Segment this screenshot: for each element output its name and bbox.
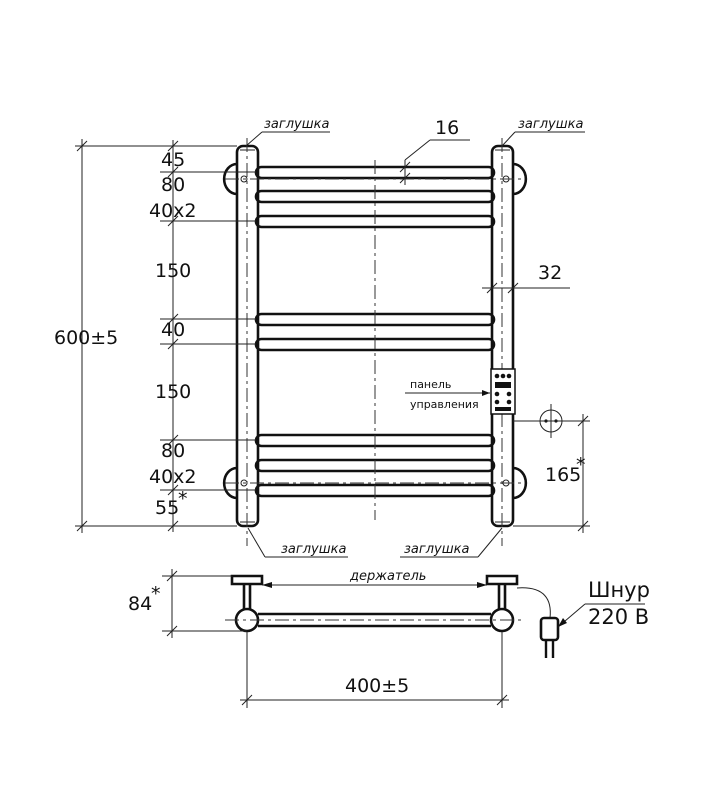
plug-leader-bottom-left (247, 527, 266, 558)
tick (167, 484, 179, 496)
tick (167, 434, 179, 446)
bracket-right-top (512, 162, 528, 196)
plug-leader-top-left (245, 131, 263, 147)
dim-top-offset: 45 (161, 149, 185, 171)
cord-top (516, 587, 551, 619)
control-button (494, 373, 500, 379)
height-dimensions: 600±5 45 80 40x2 150 40 150 80 40x2 55 * (54, 139, 256, 533)
tick (166, 570, 178, 582)
plug-leader-top-right (501, 131, 516, 147)
tick (241, 694, 253, 706)
tick (496, 694, 508, 706)
tick (167, 338, 179, 350)
tick (486, 282, 498, 294)
dim-gap-150-lower: 150 (155, 381, 191, 403)
dim-outlet-height: 165 (545, 464, 581, 486)
dim-wall-distance: 84 (128, 593, 152, 615)
dim-gap-80-bottom: 80 (161, 440, 185, 462)
cord-label-line1: Шнур (588, 578, 650, 602)
plug-label-top-left: заглушка (264, 117, 329, 132)
panel-leader-arrow (482, 390, 490, 396)
tick (577, 520, 589, 532)
control-panel (490, 368, 516, 415)
tick (167, 140, 179, 152)
cord-arrow (558, 618, 567, 627)
tick (76, 520, 88, 532)
control-button (500, 373, 506, 379)
plug-label-bottom-left: заглушка (281, 542, 346, 557)
control-button (506, 399, 512, 405)
control-button (506, 373, 512, 379)
control-display (495, 382, 511, 388)
tick (167, 520, 179, 532)
dim-total-height: 600±5 (54, 327, 118, 349)
holder-right (485, 574, 519, 609)
dim-16-leader (404, 139, 431, 161)
holder-label: держатель (349, 569, 426, 584)
bracket-right-bottom (512, 466, 528, 500)
tick (507, 282, 519, 294)
dim-gap-40x2-bottom: 40x2 (149, 466, 197, 488)
control-button (494, 391, 500, 397)
tick (577, 415, 589, 427)
holder-left-flange (230, 574, 264, 586)
control-button (506, 391, 512, 397)
holder-arrow-right (477, 582, 487, 588)
tick (166, 625, 178, 637)
dim-gap-40x2-top: 40x2 (149, 200, 197, 222)
dim-post-diameter: 32 (538, 262, 562, 284)
dim-gap-80-top: 80 (161, 174, 185, 196)
holder-right-flange (485, 574, 519, 586)
control-label-strip (495, 407, 511, 411)
tick (167, 166, 179, 178)
plug-icon (539, 616, 560, 658)
diameter-dimensions: 16 32 165 * (399, 117, 590, 533)
front-view: панель управления (222, 138, 568, 546)
dim-total-width: 400±5 (345, 675, 409, 697)
dim-gap-150-upper: 150 (155, 260, 191, 282)
plug-leader-bottom-right (477, 527, 503, 558)
tick (167, 215, 179, 227)
dim-gap-40-middle: 40 (161, 319, 185, 341)
plug-label-top-right: заглушка (518, 117, 583, 132)
panel-label-line1: панель (410, 378, 451, 391)
tick (399, 172, 411, 184)
plug-labels: заглушка заглушка заглушка заглушка (245, 117, 585, 558)
cord-label-line2: 220 В (588, 605, 649, 629)
dim-wall-distance-mark: * (151, 583, 161, 605)
tick (399, 161, 411, 173)
tick (76, 140, 88, 152)
bracket-left-top (222, 162, 238, 196)
bracket-left-top-center (240, 175, 248, 183)
plug-label-bottom-right: заглушка (404, 542, 469, 557)
dim-bottom-offset: 55 (155, 497, 179, 519)
bracket-left-bottom (222, 466, 238, 500)
holder-arrow-left (262, 582, 272, 588)
plug-body (539, 616, 560, 642)
top-view: держатель Шнур 220 В 84 * 400±5 (128, 569, 650, 708)
dim-bottom-offset-mark: * (178, 488, 188, 510)
tick (167, 313, 179, 325)
holder-left (230, 574, 264, 609)
control-button (494, 399, 500, 405)
dim-outlet-height-mark: * (576, 454, 586, 476)
dim-tube-diameter: 16 (435, 117, 459, 139)
panel-label-line2: управления (410, 398, 479, 411)
